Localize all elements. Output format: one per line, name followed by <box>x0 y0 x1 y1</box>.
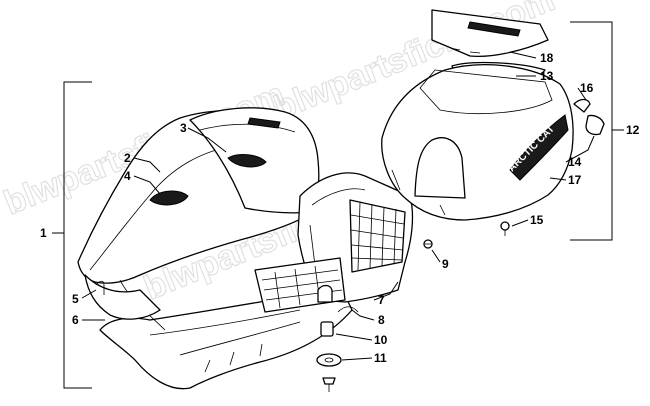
callout-7: 7 <box>378 293 385 307</box>
callout-18: 18 <box>540 51 554 65</box>
callout-3: 3 <box>180 121 187 135</box>
callout-14: 14 <box>568 155 582 169</box>
clip-fastener <box>95 280 105 295</box>
callout-1: 1 <box>40 226 47 240</box>
seat-base <box>99 287 353 390</box>
callout-8: 8 <box>378 313 385 327</box>
callout-9: 9 <box>442 257 449 271</box>
leader-lines <box>52 21 624 389</box>
callout-15: 15 <box>530 213 544 227</box>
callout-11: 11 <box>374 351 387 365</box>
callout-5: 5 <box>72 292 79 306</box>
screw <box>423 239 433 249</box>
callout-10: 10 <box>374 333 388 347</box>
mesh-panel <box>349 199 406 273</box>
callout-13: 13 <box>540 69 554 83</box>
washer-bolt <box>316 353 342 392</box>
callout-12: 12 <box>626 123 640 137</box>
callout-2: 2 <box>124 151 131 165</box>
storage-lid <box>431 9 549 58</box>
storage-box <box>381 64 574 221</box>
side-clip <box>573 98 605 136</box>
callouts: 1 2 3 4 5 6 7 8 9 10 11 12 13 14 15 16 1… <box>40 51 640 365</box>
callout-4: 4 <box>124 169 131 183</box>
latch-bracket <box>317 284 359 313</box>
callout-17: 17 <box>568 173 582 187</box>
spacer-nut <box>320 321 334 337</box>
callout-16: 16 <box>580 81 594 95</box>
box-screw <box>500 221 510 236</box>
callout-6: 6 <box>72 313 79 327</box>
